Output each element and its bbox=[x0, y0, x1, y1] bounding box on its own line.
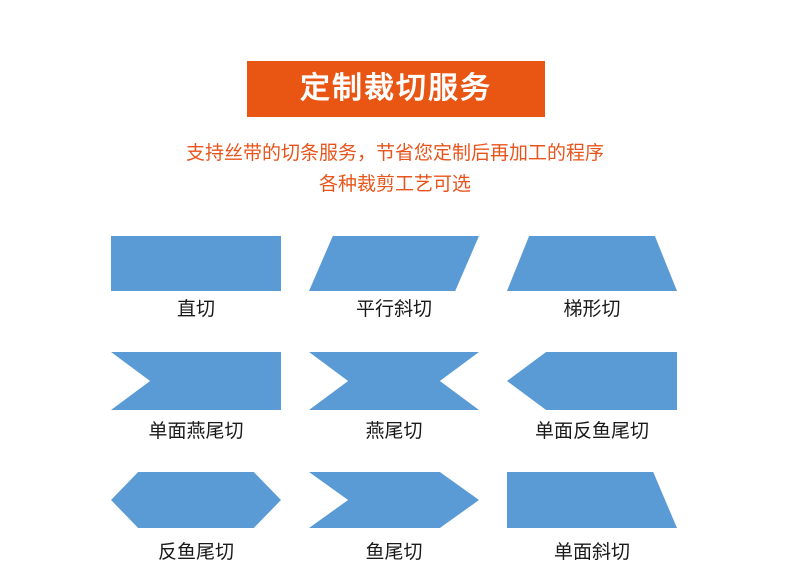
row-spacer bbox=[0, 441, 790, 472]
cut-style-label: 平行斜切 bbox=[355, 298, 432, 320]
shape-box bbox=[507, 352, 677, 417]
single-side-swallowtail-cut-shape bbox=[111, 352, 281, 410]
subtitle-block: 支持丝带的切条服务，节省您定制后再加工的程序 各种裁剪工艺可选 bbox=[0, 138, 790, 200]
subtitle-line-2: 各种裁剪工艺可选 bbox=[318, 173, 471, 195]
cut-style-row: 直切 平行斜切 梯形切 bbox=[0, 236, 790, 319]
shape-box bbox=[111, 352, 281, 417]
cut-style-item-fishtail: 鱼尾切 bbox=[296, 472, 492, 562]
cut-style-item-trapezoid: 梯形切 bbox=[494, 236, 690, 319]
cut-style-label: 直切 bbox=[176, 298, 215, 320]
single-side-reverse-fishtail-cut-shape bbox=[507, 352, 677, 410]
shape-box bbox=[111, 472, 281, 534]
straight-cut-shape bbox=[111, 236, 281, 291]
row-spacer bbox=[0, 319, 790, 352]
cut-style-label: 反鱼尾切 bbox=[157, 541, 234, 563]
cut-style-label: 单面燕尾切 bbox=[148, 420, 244, 442]
cut-style-item-straight: 直切 bbox=[98, 236, 294, 319]
cut-style-label: 燕尾切 bbox=[365, 420, 423, 442]
shape-box bbox=[309, 236, 479, 298]
cut-style-label: 梯形切 bbox=[563, 298, 621, 320]
cut-style-item-reverse-fishtail: 反鱼尾切 bbox=[98, 472, 294, 562]
cut-style-label: 单面反鱼尾切 bbox=[534, 420, 649, 442]
page-title: 定制裁切服务 bbox=[300, 71, 492, 106]
swallowtail-cut-shape bbox=[309, 352, 479, 410]
cut-style-item-parallel-diagonal: 平行斜切 bbox=[296, 236, 492, 319]
shape-box bbox=[309, 472, 479, 534]
cut-style-item-single-side-reverse-fishtail: 单面反鱼尾切 bbox=[494, 352, 690, 441]
subtitle-line-1: 支持丝带的切条服务，节省您定制后再加工的程序 bbox=[185, 142, 604, 164]
parallel-diagonal-cut-shape bbox=[309, 236, 479, 291]
trapezoid-cut-shape bbox=[507, 236, 677, 291]
custom-cutting-service-poster: 定制裁切服务 支持丝带的切条服务，节省您定制后再加工的程序 各种裁剪工艺可选 直… bbox=[0, 61, 790, 562]
single-side-diagonal-cut-shape bbox=[507, 472, 677, 528]
cut-style-item-single-side-swallowtail: 单面燕尾切 bbox=[98, 352, 294, 441]
shape-box bbox=[309, 352, 479, 417]
cut-style-label: 单面斜切 bbox=[553, 541, 630, 563]
cut-style-item-single-side-diagonal: 单面斜切 bbox=[494, 472, 690, 562]
cut-style-grid: 直切 平行斜切 梯形切 单面燕尾切 bbox=[0, 236, 790, 562]
banner: 定制裁切服务 bbox=[247, 61, 545, 117]
shape-box bbox=[507, 236, 677, 298]
cut-style-row: 单面燕尾切 燕尾切 单面反鱼尾切 bbox=[0, 352, 790, 441]
shape-box bbox=[111, 236, 281, 298]
fishtail-cut-shape bbox=[309, 472, 479, 528]
cut-style-item-swallowtail: 燕尾切 bbox=[296, 352, 492, 441]
cut-style-label: 鱼尾切 bbox=[365, 541, 423, 563]
reverse-fishtail-cut-shape bbox=[111, 472, 281, 528]
cut-style-row: 反鱼尾切 鱼尾切 单面斜切 bbox=[0, 472, 790, 562]
shape-box bbox=[507, 472, 677, 534]
